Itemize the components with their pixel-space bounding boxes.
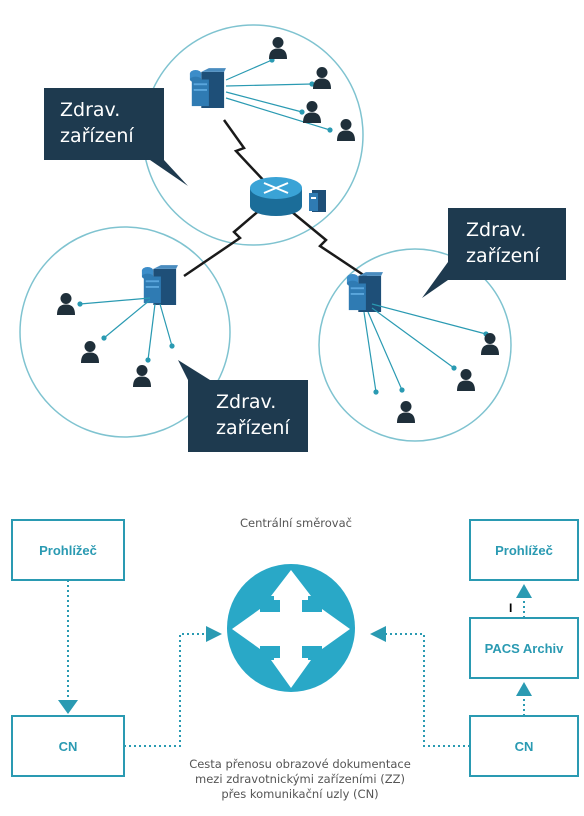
server-icon-top [189, 68, 226, 108]
pacs-archive-label: PACS Archiv [485, 641, 565, 656]
callout-line2: zařízení [216, 417, 290, 439]
person-icon [57, 293, 75, 315]
person-icon [269, 37, 287, 59]
callout-line1: Zdrav. [216, 391, 276, 413]
central-router-icon [250, 177, 302, 216]
callout-line1: Zdrav. [60, 99, 120, 121]
callout-bottom: Zdrav. zařízení [178, 360, 308, 452]
arrow-left-icon [370, 626, 386, 642]
network-diagram: Zdrav. zařízení Zdrav. zařízení Zdrav. z… [19, 24, 566, 452]
left-to-router-connector [124, 633, 208, 747]
link-bolt-left [183, 207, 263, 278]
person-icon [337, 119, 355, 141]
caption-line2: mezi zdravotnickými zařízeními (ZZ) [195, 772, 405, 786]
facility-circle-left [19, 226, 231, 438]
central-router-icon [227, 564, 355, 692]
callout-right: Zdrav. zařízení [422, 208, 566, 298]
facility-circle-top [142, 24, 364, 246]
arrow-down-icon [58, 700, 78, 714]
callout-top-left: Zdrav. zařízení [44, 88, 188, 186]
right-to-router-connector [386, 633, 470, 747]
right-viewer-box [469, 519, 579, 581]
person-icon [303, 101, 321, 123]
person-icon [397, 401, 415, 423]
flow-diagram: Prohlížeč CN Centrální směrovač [11, 516, 579, 801]
left-viewer-label: Prohlížeč [39, 543, 97, 558]
right-connectors [363, 303, 489, 395]
right-cn-label: CN [515, 739, 534, 754]
person-icon [313, 67, 331, 89]
arrow-right-icon [206, 626, 222, 642]
facility-circle-right [318, 248, 512, 442]
person-icon [457, 369, 475, 391]
person-icon [481, 333, 499, 355]
person-icon [133, 365, 151, 387]
pacs-archive-box [469, 617, 579, 679]
arrow-up-icon [516, 584, 532, 598]
person-icon [81, 341, 99, 363]
right-viewer-label: Prohlížeč [495, 543, 553, 558]
link-bolt-top [222, 119, 267, 184]
callout-line2: zařízení [466, 245, 540, 267]
caption-line1: Cesta přenosu obrazové dokumentace [189, 757, 411, 771]
server-icon-left [141, 265, 178, 305]
router-title: Centrální směrovač [240, 516, 352, 530]
left-cn-label: CN [59, 739, 78, 754]
callout-line2: zařízení [60, 125, 134, 147]
stray-mark: I [509, 601, 512, 615]
arrow-up-icon [516, 682, 532, 696]
left-connectors [77, 297, 175, 363]
caption-line3: přes komunikační uzly (CN) [221, 787, 378, 801]
small-server-icon [309, 190, 326, 212]
right-cn-box [469, 715, 579, 777]
link-bolt-right [291, 211, 369, 280]
callout-line1: Zdrav. [466, 219, 526, 241]
